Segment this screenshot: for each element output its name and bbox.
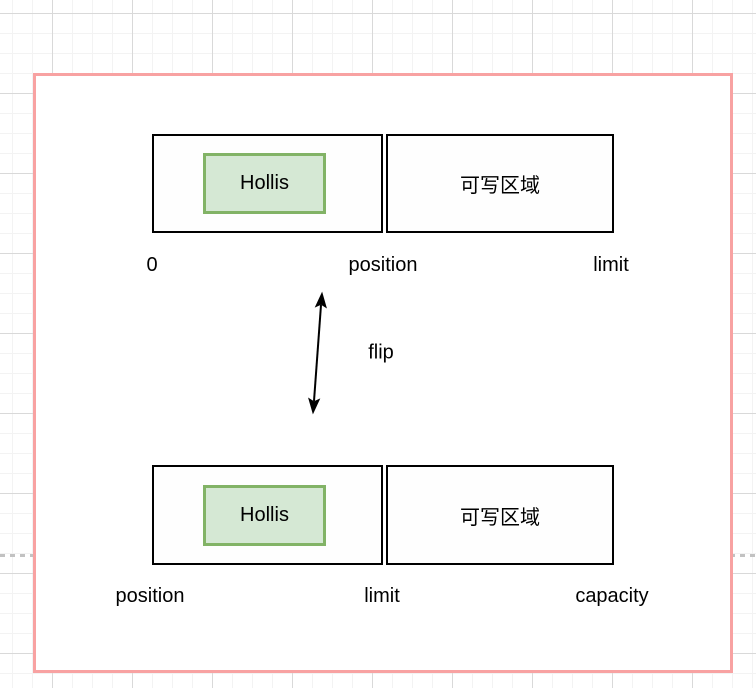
hollis-label: Hollis (240, 504, 289, 526)
buffer-bottom-writable-cell: 可写区域 (386, 465, 614, 565)
hollis-label: Hollis (240, 172, 289, 194)
marker-top-position: position (348, 254, 418, 276)
marker-top-limit: limit (593, 254, 629, 276)
hollis-box-top: Hollis (203, 153, 326, 214)
writable-area-label: 可写区域 (460, 175, 540, 197)
marker-bottom-position: position (115, 585, 185, 607)
buffer-top-writable-cell: 可写区域 (386, 134, 614, 233)
writable-area-label: 可写区域 (460, 506, 540, 529)
flip-label: flip (368, 341, 394, 364)
marker-bottom-capacity: capacity (575, 585, 649, 607)
page-frame (33, 73, 733, 673)
marker-top-zero: 0 (146, 254, 158, 276)
hollis-box-bottom: Hollis (203, 485, 326, 546)
marker-bottom-limit: limit (364, 585, 400, 607)
